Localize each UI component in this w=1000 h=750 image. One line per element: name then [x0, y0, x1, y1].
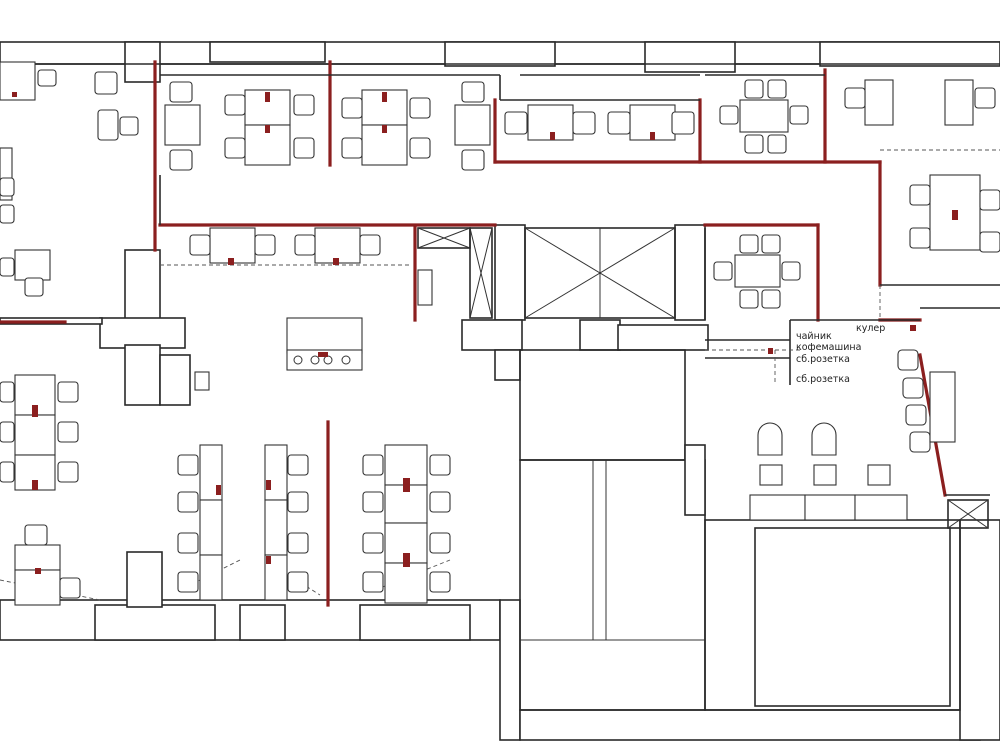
socket-label-2: сб.розетка	[796, 374, 850, 385]
elevator-shaft-icon	[524, 227, 676, 319]
lower-right-open-furniture	[362, 444, 451, 604]
lounge-furniture	[749, 325, 956, 521]
coffee-machine-label: кофемашина	[796, 342, 861, 353]
lower-middle-furniture	[177, 444, 309, 601]
cooler-label: кулер	[856, 323, 885, 334]
top-room-3-furniture	[341, 81, 491, 171]
pillars	[0, 249, 191, 608]
top-left-room-furniture	[0, 61, 139, 297]
interior-walls	[159, 74, 1000, 529]
top-room-2-furniture	[164, 81, 315, 171]
chair-icon	[0, 69, 139, 297]
middle-row-furniture	[189, 227, 801, 309]
outer-walls	[0, 41, 1000, 741]
meeting-room-1-furniture	[719, 79, 809, 154]
equipment-labels: чайник кулер кофемашина сб.розетка сб.ро…	[796, 323, 885, 385]
desk-icon	[0, 61, 51, 281]
top-right-room-furniture	[844, 79, 1000, 253]
teapot-label: чайник	[796, 331, 832, 342]
top-room-4-furniture	[504, 104, 695, 141]
kitchen-counter-icon	[194, 317, 363, 391]
socket-icon	[12, 92, 17, 97]
socket-label-1: сб.розетка	[796, 354, 850, 365]
lower-left-furniture	[0, 374, 81, 606]
